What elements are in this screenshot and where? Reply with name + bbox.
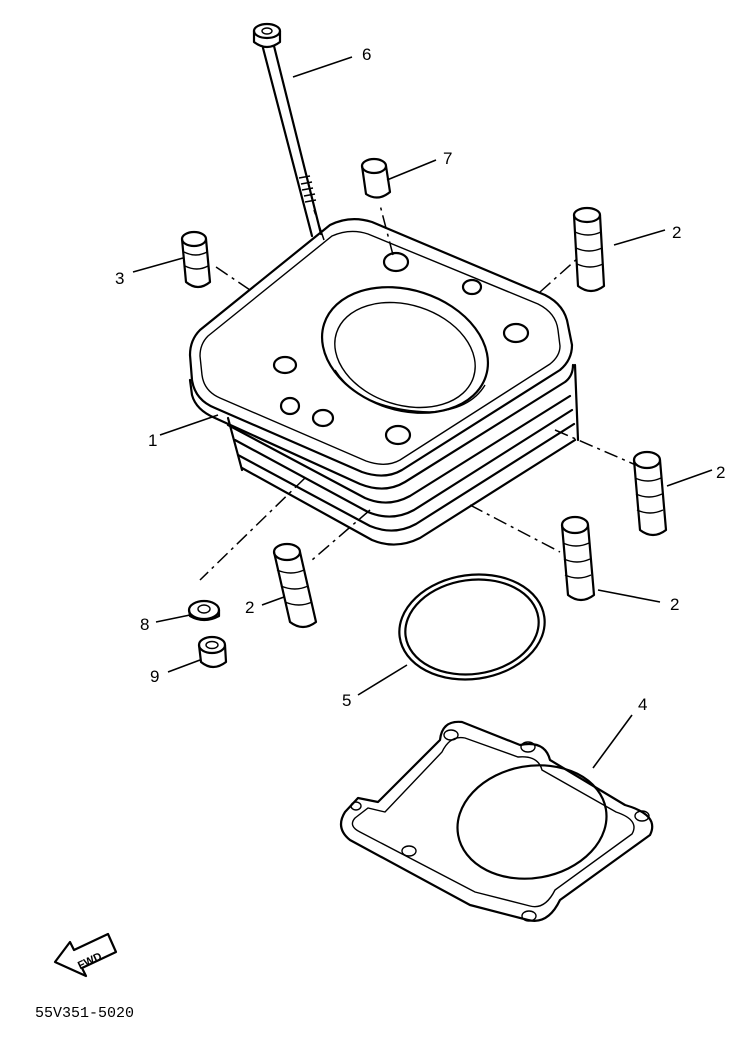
base-gasket-part-4 [339,720,654,922]
callout-5: 5 [342,691,351,710]
fwd-arrow: FWD [53,932,118,978]
callout-2-lower-right: 2 [670,595,679,614]
callout-1: 1 [148,431,157,450]
callout-6: 6 [362,45,371,64]
dowel-pin-part-2-left [272,542,318,629]
alignment-lines [199,204,637,581]
callout-2-upper-right: 2 [672,223,681,242]
callout-labels: 6 7 3 2 1 2 2 2 8 9 5 4 [115,45,725,714]
dowel-sleeve-part-7 [360,157,392,199]
callout-2-left: 2 [245,598,254,617]
callout-9: 9 [150,667,159,686]
dowel-pin-part-3 [180,230,212,289]
washer-part-8 [187,599,221,622]
o-ring-part-5 [398,573,546,681]
callout-2-right: 2 [716,463,725,482]
callout-4: 4 [638,695,647,714]
fwd-label: FWD [76,951,104,972]
bolt-part-6 [252,22,323,238]
dowel-pin-part-2-lower-right [560,515,596,602]
dowel-pin-part-2-upper-right [572,206,606,293]
dowel-pin-part-2-right [632,450,668,537]
callout-7: 7 [443,149,452,168]
nut-part-9 [197,635,228,669]
cylinder-body-part-1 [188,218,580,546]
document-code: 55V351-5020 [35,1005,134,1022]
callout-8: 8 [140,615,149,634]
leader-lines [132,56,713,769]
callout-3: 3 [115,269,124,288]
